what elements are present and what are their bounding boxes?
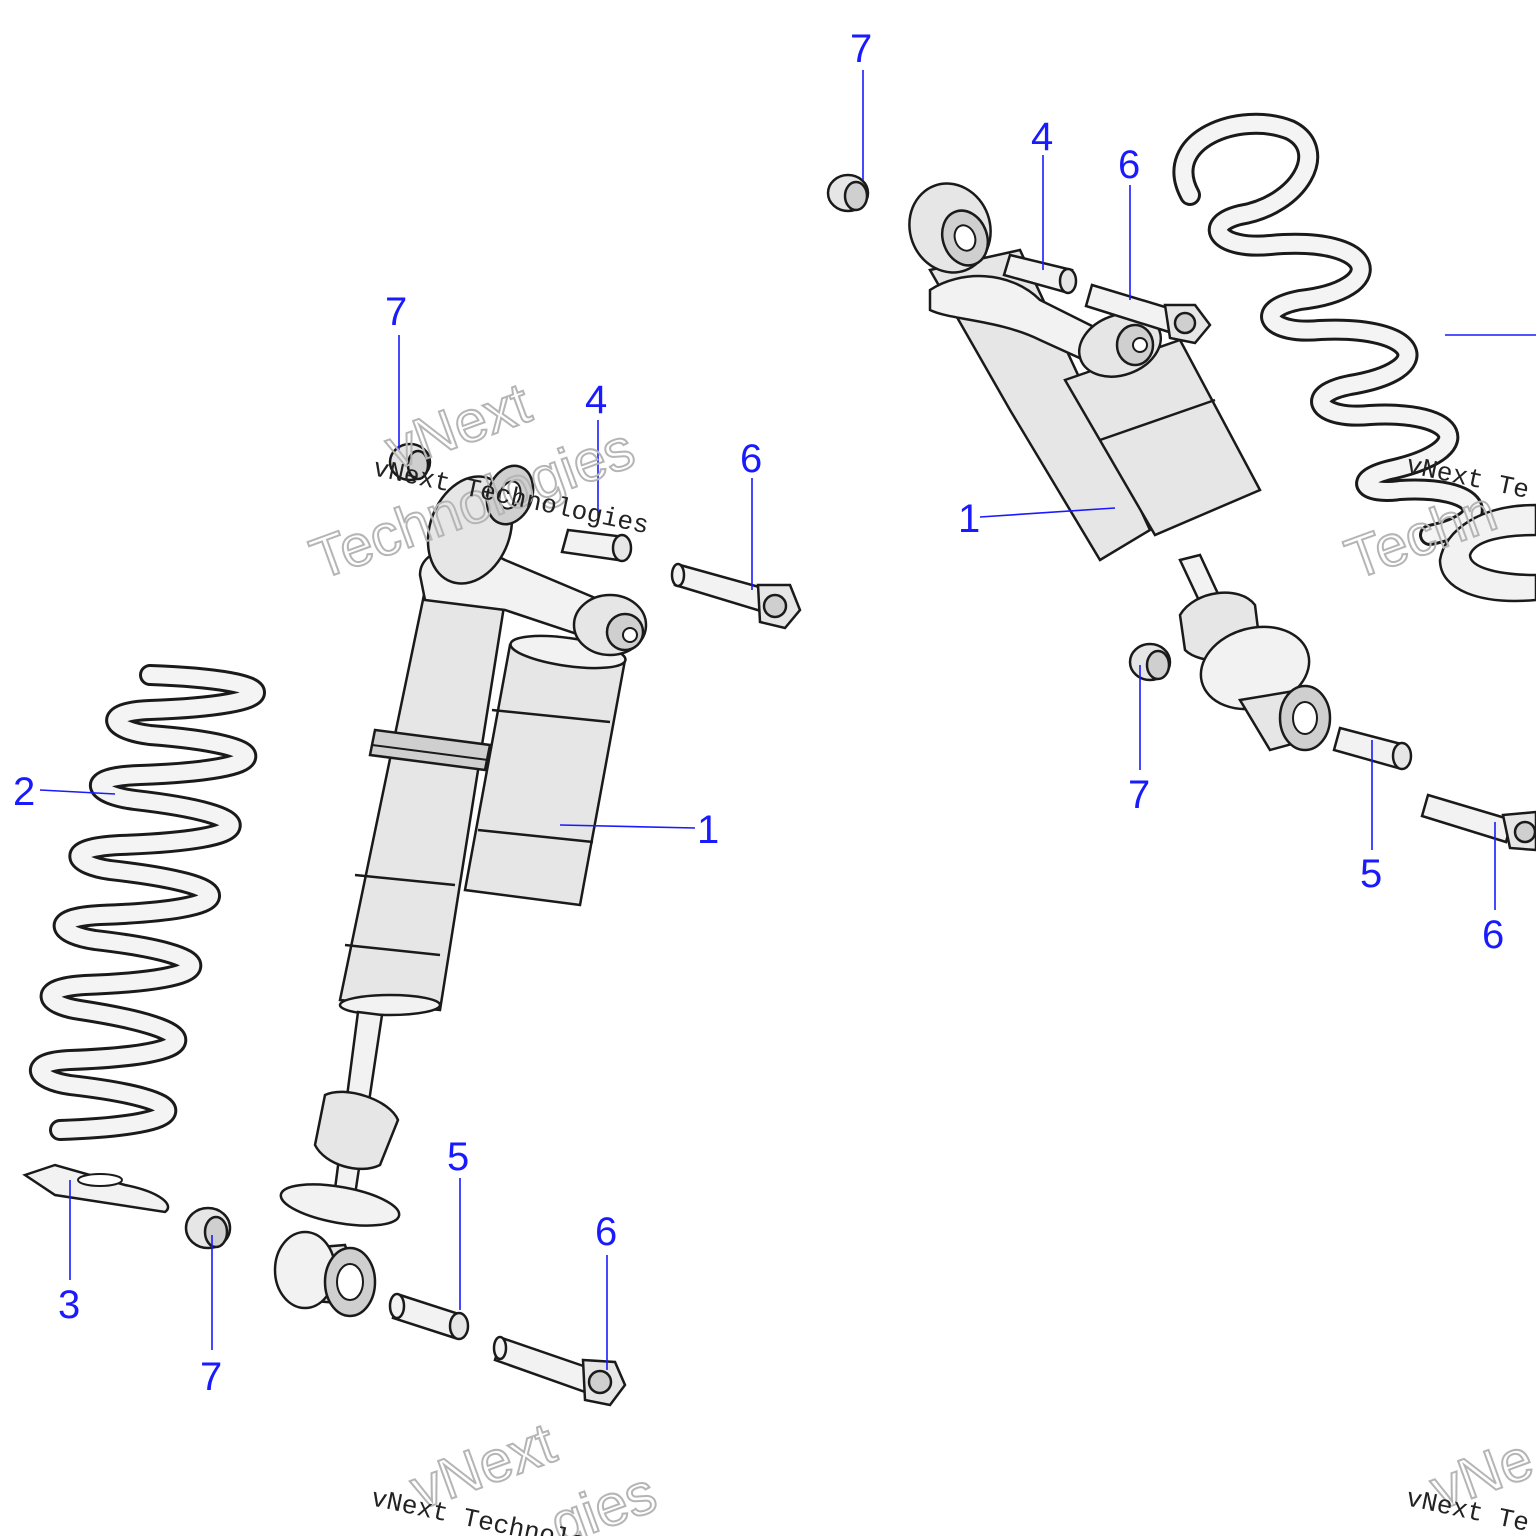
callout-4: 4 [585, 378, 607, 422]
callout-1: 1 [958, 497, 980, 541]
callout-6: 6 [740, 437, 762, 481]
left-spring-retainer [22, 1163, 170, 1214]
left-bolt-bottom [492, 1335, 627, 1407]
callout-7: 7 [200, 1355, 222, 1399]
left-shock-assembly [22, 442, 802, 1407]
callout-7: 7 [385, 290, 407, 334]
callout-6: 6 [595, 1210, 617, 1254]
right-nut-top [826, 173, 870, 213]
left-coil-spring [28, 664, 266, 1141]
right-shock-assembly [826, 112, 1536, 852]
right-spring-retainer [1438, 503, 1536, 603]
left-bump-stop [313, 1090, 400, 1171]
left-lower-eyelet [273, 1230, 377, 1318]
right-reservoir [1063, 312, 1262, 537]
callout-2: 2 [13, 770, 35, 814]
left-bolt-top [670, 562, 802, 630]
callout-3: 3 [58, 1283, 80, 1327]
left-retainer-slot [77, 1173, 123, 1187]
left-nut-bottom [184, 1206, 232, 1250]
right-shock-body [908, 182, 1152, 562]
leader-lines [39, 70, 1536, 1370]
left-lower-spring-seat [279, 1183, 401, 1227]
left-reservoir [463, 634, 627, 907]
left-nut-top [388, 442, 432, 482]
right-lower-eyelet [1237, 684, 1332, 752]
right-bushing-bottom [1332, 726, 1413, 771]
callout-7: 7 [1128, 773, 1150, 817]
right-bolt-top [1084, 283, 1212, 345]
right-bushing-top [1002, 253, 1078, 295]
left-bushing-bottom [388, 1292, 470, 1341]
callout-6: 6 [1482, 913, 1504, 957]
right-bolt-bottom [1420, 793, 1536, 852]
left-shock-body [338, 464, 648, 1017]
callout-labels: 7 4 6 2 1 3 7 5 6 7 4 6 1 7 5 6 [13, 27, 1504, 1399]
callout-5: 5 [447, 1135, 469, 1179]
right-coil-spring [1172, 112, 1484, 546]
left-bushing-top [560, 528, 633, 563]
callout-1: 1 [697, 808, 719, 852]
right-nut-bottom [1128, 642, 1172, 682]
callout-4: 4 [1031, 115, 1053, 159]
callout-7: 7 [850, 27, 872, 71]
callout-5: 5 [1360, 852, 1382, 896]
callout-6: 6 [1118, 143, 1140, 187]
